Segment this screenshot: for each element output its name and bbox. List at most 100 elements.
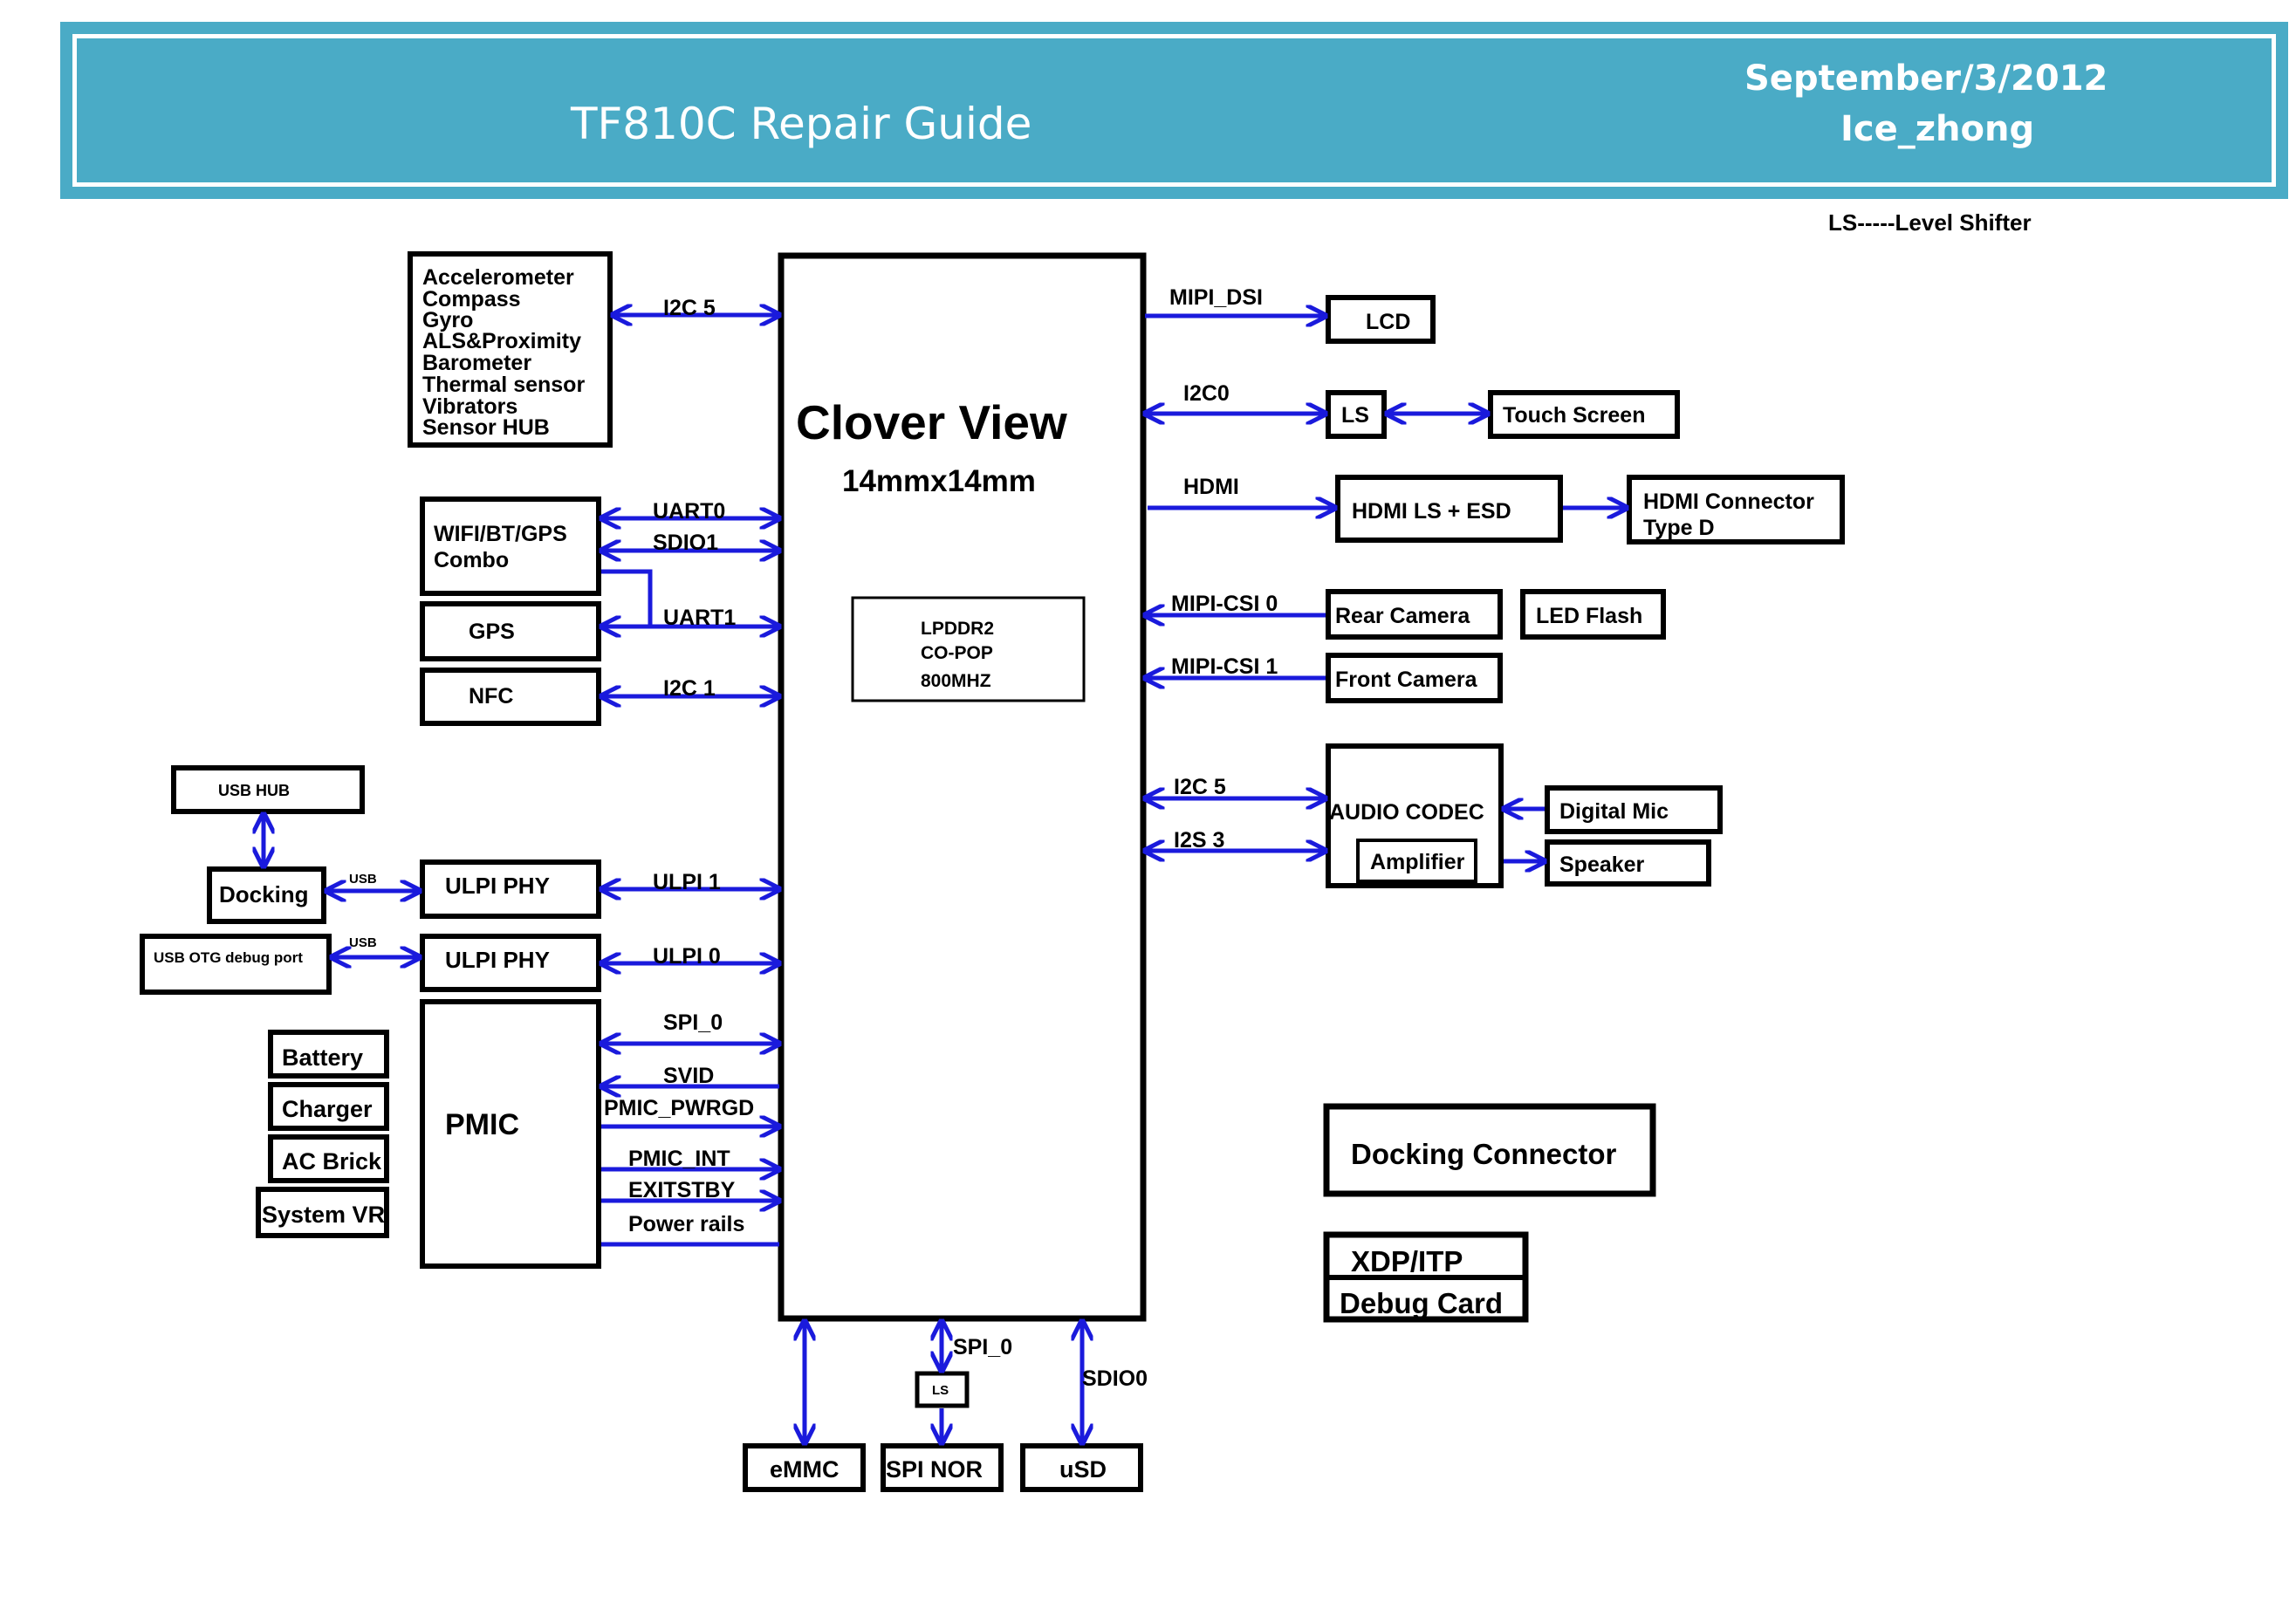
sensor-gyro: Gyro [422,308,473,332]
ulpi-phy-0-block: ULPI PHY [420,934,601,992]
led-flash-block: LED Flash [1520,589,1666,640]
gps-label: GPS [469,620,515,644]
document-date: September/3/2012 [1744,58,2108,99]
front-camera-label: Front Camera [1335,668,1478,692]
label-i2c1: I2C 1 [663,676,716,701]
amplifier-label: Amplifier [1370,850,1465,874]
level-shifter-label: LS [1341,403,1369,428]
label-usb-docking: USB [349,872,377,887]
label-exitstby: EXITSTBY [628,1178,736,1202]
label-pmic-pwrgd: PMIC_PWRGD [604,1096,754,1120]
touch-screen-block: Touch Screen [1488,390,1680,439]
label-spi0-pmic: SPI_0 [663,1010,723,1035]
label-i2c5-sensor: I2C 5 [663,296,716,320]
rear-camera-block: Rear Camera [1326,589,1503,640]
lcd-block: LCD [1326,295,1436,344]
battery-label: Battery [282,1044,363,1071]
wifi-combo-label: Combo [434,548,509,572]
sensor-block: Accelerometer Compass Gyro ALS&Proximity… [408,251,613,448]
spi-nor-label: SPI NOR [886,1456,983,1483]
header-frame [72,34,2276,187]
touch-screen-label: Touch Screen [1503,403,1645,428]
sensor-compass: Compass [422,287,521,312]
document-author: Ice_zhong [1840,109,2035,149]
usd-block: uSD [1020,1443,1143,1492]
memory-speed: 800MHZ [921,671,991,691]
label-i2c5-audio: I2C 5 [1174,775,1226,799]
led-flash-label: LED Flash [1536,604,1642,628]
wifi-uart1-branch [601,569,653,627]
hdmi-ls-esd-block: HDMI LS + ESD [1335,475,1563,543]
hdmi-ls-esd-label: HDMI LS + ESD [1352,499,1511,524]
nfc-label: NFC [469,684,513,709]
wifi-label: WIFI/BT/GPS [434,522,567,546]
hdmi-connector-block: HDMI Connector Type D [1627,475,1845,544]
header-banner: TF810C Repair Guide September/3/2012 Ice… [60,22,2288,199]
label-ulpi1: ULPI 1 [653,870,721,894]
gps-block: GPS [420,601,601,661]
legend-level-shifter: LS-----Level Shifter [1828,209,2032,236]
system-vr-block: System VR [256,1187,389,1238]
soc-size: 14mmx14mm [842,464,1036,498]
xdp-itp-label: XDP/ITP [1351,1245,1463,1277]
label-ulpi0: ULPI 0 [653,944,721,969]
soc-block: Clover View 14mmx14mm LPDDR2 CO-POP 800M… [778,252,1147,1322]
pmic-label: PMIC [445,1108,519,1141]
spi-level-shifter-label: LS [932,1383,949,1398]
usb-hub-block: USB HUB [171,765,365,814]
spi-nor-block: SPI NOR [881,1443,1004,1492]
sensor-hub: Sensor HUB [422,415,550,440]
rear-camera-label: Rear Camera [1335,604,1470,628]
audio-codec-block: AUDIO CODEC Amplifier [1326,743,1504,888]
document-title: TF810C Repair Guide [571,99,1032,149]
label-uart0: UART0 [653,499,725,524]
connections [264,315,1627,1443]
sensor-barometer: Barometer [422,351,531,375]
label-sdio1: SDIO1 [653,531,718,555]
hdmi-connector-label: HDMI Connector [1643,490,1814,514]
sensor-als-proximity: ALS&Proximity [422,329,581,353]
label-usb-otg: USB [349,935,377,950]
speaker-block: Speaker [1545,839,1711,887]
sensor-vibrators: Vibrators [422,394,517,419]
soc-name: Clover View [796,395,1067,449]
wifi-bt-gps-block: WIFI/BT/GPS Combo [420,496,601,596]
usb-hub-label: USB HUB [218,782,290,799]
amplifier-block [1356,839,1477,883]
emmc-label: eMMC [770,1456,840,1483]
signal-labels: I2C 5 UART0 SDIO1 UART1 I2C 1 USB USB UL… [349,285,1278,1391]
usb-otg-label: USB OTG debug port [154,949,303,966]
memory-block [851,596,1086,702]
level-shifter-block: LS [1326,390,1387,439]
digital-mic-block: Digital Mic [1545,785,1723,834]
speaker-label: Speaker [1559,853,1645,877]
label-i2c0: I2C0 [1183,381,1230,406]
label-i2s3: I2S 3 [1174,828,1224,853]
lcd-label: LCD [1366,310,1410,334]
label-spi0-nor: SPI_0 [953,1335,1012,1359]
audio-codec-label: AUDIO CODEC [1329,800,1484,825]
charger-block: Charger [268,1082,389,1131]
sensor-accelerometer: Accelerometer [422,265,574,290]
label-svid: SVID [663,1064,714,1088]
charger-label: Charger [282,1096,373,1122]
docking-block: Docking [207,866,326,924]
ulpi-phy-1-label: ULPI PHY [445,873,550,899]
sensor-thermal: Thermal sensor [422,373,585,397]
docking-connector-block: Docking Connector [1323,1103,1656,1197]
hdmi-type-label: Type D [1643,516,1715,540]
xdp-itp-block: XDP/ITP Debug Card [1323,1231,1529,1323]
docking-label: Docking [219,881,309,907]
label-mipi-csi1: MIPI-CSI 1 [1171,654,1278,679]
pmic-block: PMIC [420,999,601,1269]
usb-otg-block: USB OTG debug port [140,934,332,995]
nfc-block: NFC [420,668,601,726]
spi-level-shifter-block: LS [915,1371,970,1408]
label-power-rails: Power rails [628,1212,744,1236]
docking-connector-label: Docking Connector [1351,1138,1617,1170]
ulpi-phy-0-label: ULPI PHY [445,947,550,973]
label-mipi-dsi: MIPI_DSI [1169,285,1263,310]
ac-brick-block: AC Brick [268,1134,389,1183]
label-mipi-csi0: MIPI-CSI 0 [1171,592,1278,616]
